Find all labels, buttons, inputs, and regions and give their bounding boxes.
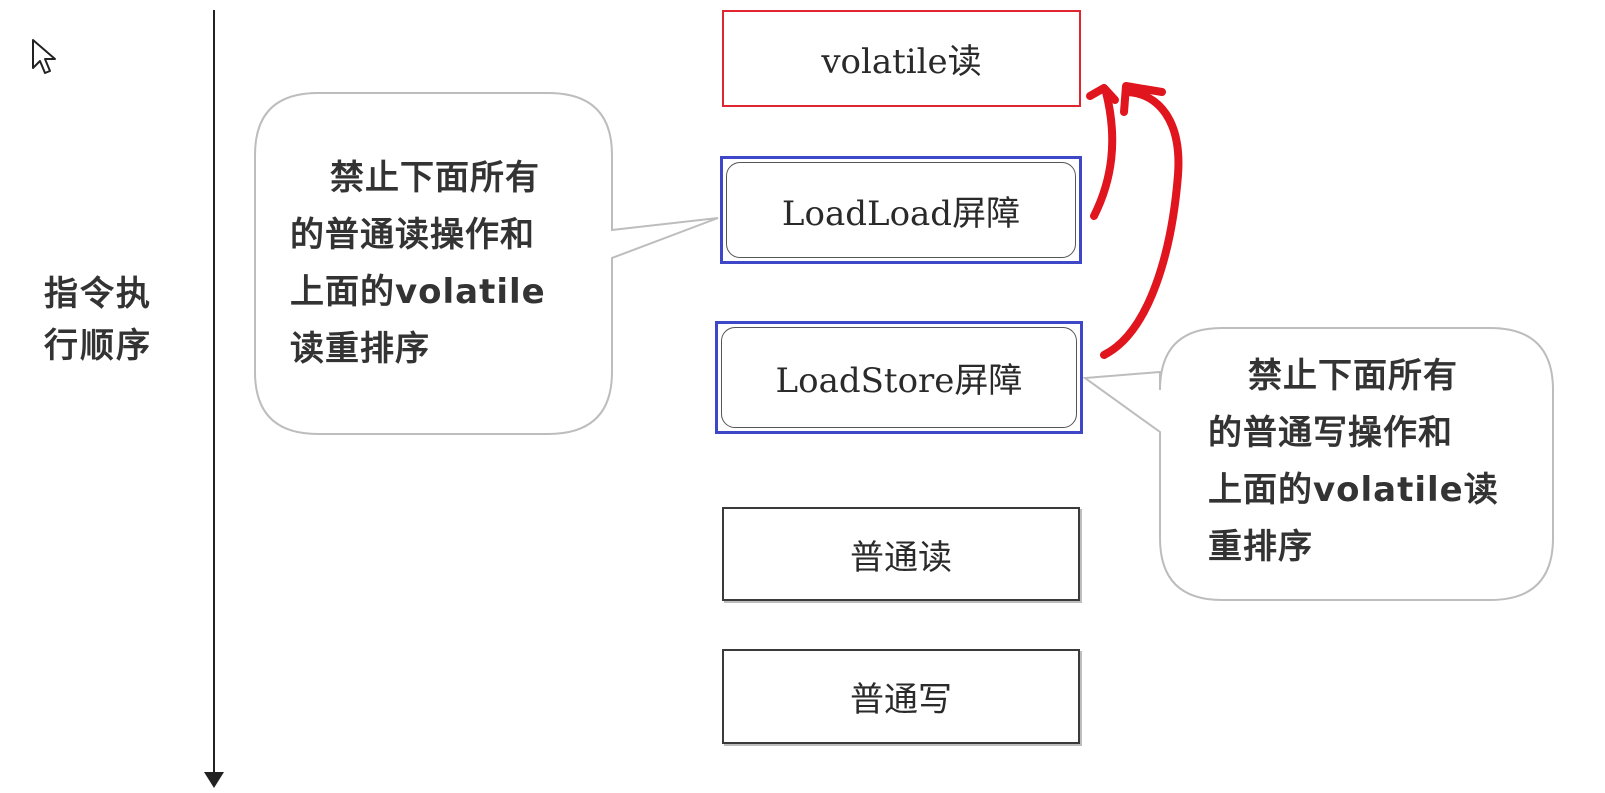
callout-right-line-3: 上面的volatile读	[1208, 470, 1499, 510]
loadstore-barrier-label: LoadStore屏障	[775, 361, 1023, 401]
execution-order-label-line-1: 指令执	[44, 274, 152, 314]
callout-left-line-4: 读重排序	[290, 329, 430, 369]
volatile-read-box: volatile读	[722, 10, 1081, 107]
loadstore-barrier-box: LoadStore屏障	[715, 321, 1083, 434]
loadstore-arrowhead-icon	[1120, 82, 1166, 116]
normal-write-label: 普通写	[850, 680, 952, 720]
loadload-barrier-box: LoadLoad屏障	[720, 156, 1082, 264]
callout-left-line-3: 上面的volatile	[290, 272, 546, 312]
loadstore-to-volatile-arrow	[1100, 88, 1183, 359]
reorder-block-arrows	[1086, 82, 1183, 359]
callout-left-bubble	[254, 92, 719, 435]
mouse-pointer-icon	[32, 39, 56, 74]
callout-left-text: 禁止下面所有 的普通读操作和 上面的volatile 读重排序	[290, 150, 610, 378]
loadload-barrier-inner-frame	[726, 162, 1076, 258]
arrow-down-icon	[204, 772, 224, 788]
callout-right-bubble	[1082, 327, 1554, 601]
normal-write-box: 普通写	[722, 649, 1080, 744]
callout-left-line-2: 的普通读操作和	[290, 215, 535, 255]
loadload-barrier-label: LoadLoad屏障	[781, 193, 1021, 234]
callout-right-line-4: 重排序	[1208, 527, 1313, 567]
loadload-to-volatile-arrow	[1090, 88, 1117, 220]
normal-read-box: 普通读	[722, 507, 1080, 601]
normal-read-label: 普通读	[850, 537, 952, 578]
callout-right-text: 禁止下面所有 的普通写操作和 上面的volatile读 重排序	[1208, 348, 1528, 576]
execution-order-label: 指令执 行顺序	[44, 268, 184, 372]
callout-left-line-1: 禁止下面所有	[330, 158, 540, 198]
loadload-arrowhead-icon	[1086, 84, 1119, 104]
callout-right-line-1: 禁止下面所有	[1248, 356, 1458, 396]
execution-order-label-line-2: 行顺序	[44, 326, 152, 366]
volatile-read-label: volatile读	[821, 42, 982, 82]
loadstore-barrier-inner-frame	[721, 327, 1077, 428]
callout-right-line-2: 的普通写操作和	[1208, 413, 1453, 453]
